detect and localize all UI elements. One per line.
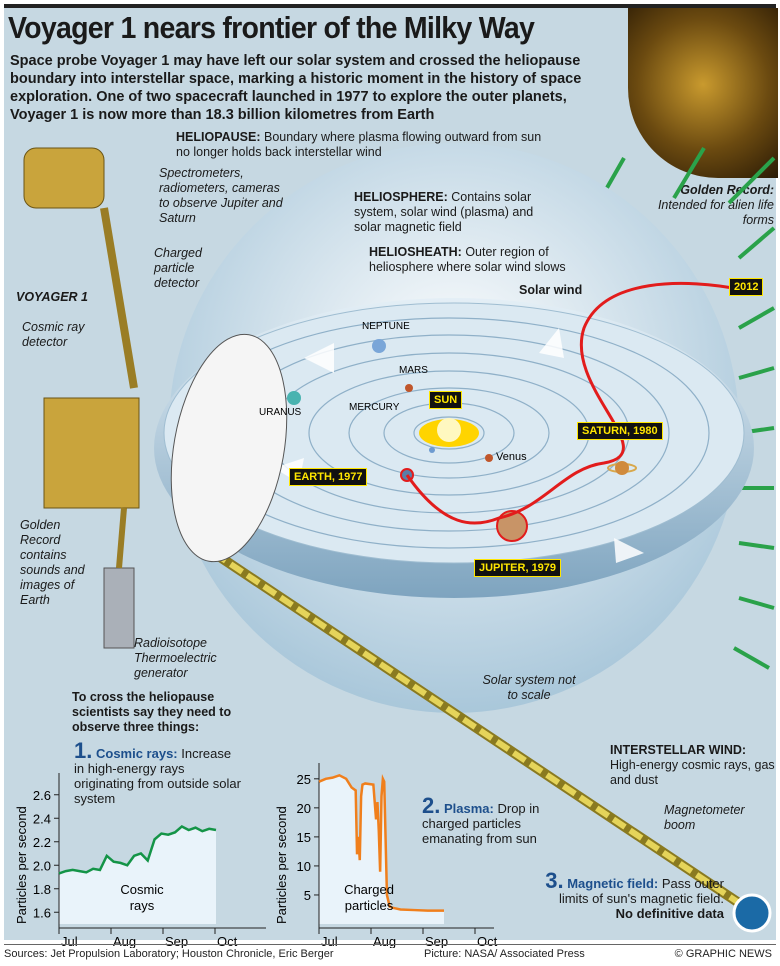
plasma-title-1: Charged — [344, 882, 394, 897]
spectrometers-label: Spectrometers, radiometers, cameras to o… — [159, 166, 283, 225]
voyager-label: VOYAGER 1 — [16, 290, 89, 304]
interstellar-wind-arrows — [602, 146, 776, 670]
plasma-title-2: particles — [345, 898, 394, 913]
venus — [485, 454, 493, 462]
point-plasma: 2. Plasma: Drop in charged particles ema… — [422, 793, 540, 847]
saturn — [615, 461, 629, 475]
cosmic-detector-label: Cosmic ray detector — [22, 320, 85, 349]
cosmic-y-tick-label: 2.6 — [33, 788, 51, 803]
infographic: Voyager 1 nears frontier of the Milky Wa… — [4, 4, 778, 948]
jupiter — [496, 510, 528, 542]
solar-wind-label: Solar wind — [519, 283, 583, 297]
point-magnetic-field: 3. Magnetic field: Pass outer limits of … — [545, 868, 724, 922]
plasma-y-tick-label: 10 — [297, 859, 311, 874]
heliopause-label: HELIOPAUSE: Boundary where plasma flowin… — [176, 130, 542, 159]
rtg-label: Radioisotope Thermoelectric generator — [134, 636, 217, 680]
uranus — [287, 391, 301, 405]
year-2012-label: 2012 — [729, 278, 764, 296]
plasma-y-tick-label: 25 — [297, 772, 311, 787]
picture-credit: Picture: NASA/ Associated Press — [424, 948, 585, 960]
jupiter-label: JUPITER, 1979 — [474, 559, 562, 577]
mars-label: MARS — [399, 365, 428, 376]
cosmic-series-line — [58, 824, 217, 875]
rtg — [103, 567, 135, 649]
neptune — [372, 339, 386, 353]
mercury-label: MERCURY — [349, 402, 400, 413]
cosmic-title-2: rays — [130, 898, 155, 913]
spacecraft-bus — [43, 397, 140, 509]
heliosphere-diagram — [23, 143, 776, 933]
venus-label: Venus — [496, 451, 527, 463]
cosmic-y-tick-label: 1.6 — [33, 905, 51, 920]
cosmic-area — [59, 826, 216, 924]
saturn-label: SATURN, 1980 — [577, 422, 663, 440]
high-gain-antenna — [170, 333, 288, 563]
plasma-y-tick-label: 15 — [297, 830, 311, 845]
neptune-label: NEPTUNE — [362, 321, 410, 332]
heliosheath-label: HELIOSHEATH: Outer region of heliosphere… — [369, 245, 566, 274]
cosmic-y-tick-label: 2.0 — [33, 858, 51, 873]
charged-detector-label: Charged particle detector — [154, 246, 202, 290]
cosmic-y-tick-label: 2.4 — [33, 811, 51, 826]
point-cosmic-rays: 1. Cosmic rays: Increase in high-energy … — [74, 738, 241, 807]
plasma-y-tick-label: 20 — [297, 801, 311, 816]
earth-label: EARTH, 1977 — [289, 468, 368, 486]
plasma-y-tick-label: 5 — [304, 888, 311, 903]
uranus-label: URANUS — [259, 407, 302, 418]
graphic-news-credit: © GRAPHIC NEWS — [674, 948, 772, 960]
sources: Sources: Jet Propulsion Laboratory; Hous… — [4, 948, 334, 960]
mercury — [429, 447, 435, 453]
voyager-trajectory — [405, 281, 745, 525]
plasma-y-label: Particles per second — [274, 806, 289, 924]
cosmic-title-1: Cosmic — [120, 882, 164, 897]
footer: Sources: Jet Propulsion Laboratory; Hous… — [4, 944, 776, 960]
page-title: Voyager 1 nears frontier of the Milky Wa… — [8, 10, 535, 45]
magnetometer-label: Magnetometer boom — [664, 803, 745, 832]
mars — [405, 384, 413, 392]
golden-record-side-label: Golden Record contains sounds and images… — [20, 518, 85, 607]
heliosphere-label: HELIOSPHERE: Contains solar system, sola… — [354, 190, 534, 234]
cosmic-y-tick-label: 2.2 — [33, 835, 51, 850]
cosmic-y-label: Particles per second — [14, 806, 29, 924]
magnetometer — [732, 893, 772, 933]
interstellar-wind-label: INTERSTELLAR WIND:High-energy cosmic ray… — [610, 743, 775, 787]
not-to-scale-label: Solar system not to scale — [482, 673, 576, 702]
golden-record-label: Golden Record:Intended for alien life fo… — [657, 183, 774, 227]
plasma-series-line — [318, 773, 444, 912]
cosmic-y-tick-label: 1.8 — [33, 882, 51, 897]
sun-label: SUN — [429, 391, 463, 409]
voyager-spacecraft — [23, 147, 288, 649]
sun — [437, 418, 461, 442]
three-things-label: To cross the heliopause scientists say t… — [72, 690, 232, 734]
intro-text: Space probe Voyager 1 may have left our … — [10, 53, 582, 123]
instrument-platform — [23, 147, 105, 209]
